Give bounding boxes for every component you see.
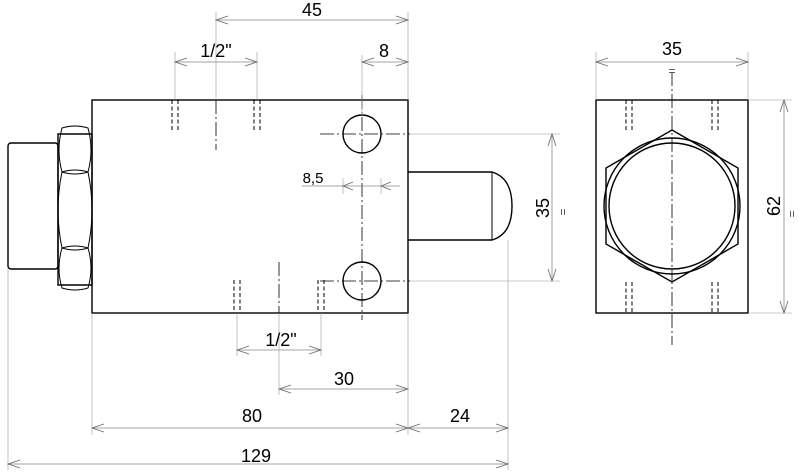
- dim-45: 45: [302, 0, 322, 20]
- dim-half-inch-bottom: 1/2": [265, 330, 296, 350]
- dimension-labels: 45 1/2" 8 8,5 35 = 1/2" 30 80 24 129 35 …: [200, 0, 799, 466]
- pin: [408, 171, 513, 241]
- hex-nut: [57, 133, 93, 286]
- dim-30: 30: [334, 369, 354, 389]
- symmetry-mark-end-top: =: [668, 64, 675, 78]
- dim-24: 24: [450, 406, 470, 426]
- end-cap: [7, 142, 59, 270]
- dimension-lines: [6, 12, 792, 470]
- dim-8: 8: [379, 41, 389, 61]
- dim-35-side: 35: [533, 198, 553, 218]
- side-view: [7, 95, 513, 320]
- dim-8-5: 8,5: [303, 170, 324, 187]
- dim-80: 80: [242, 406, 262, 426]
- end-view: [595, 72, 749, 345]
- symmetry-mark-side: =: [556, 208, 570, 215]
- dim-62: 62: [764, 196, 784, 216]
- symmetry-mark-end-side: =: [785, 210, 799, 217]
- dim-129: 129: [241, 446, 271, 466]
- dim-35-end: 35: [662, 39, 682, 59]
- dim-half-inch-top: 1/2": [200, 41, 231, 61]
